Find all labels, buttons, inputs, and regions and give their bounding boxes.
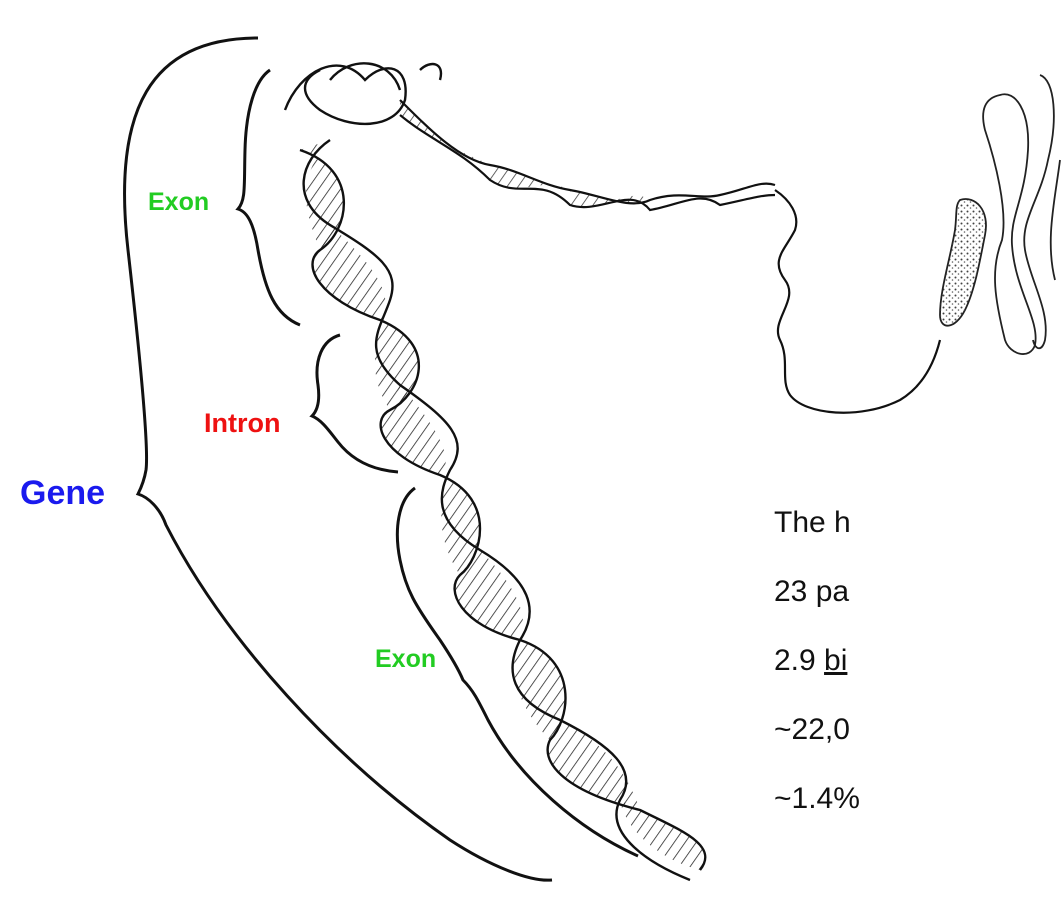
genome-fact-link[interactable]: bi: [824, 644, 847, 677]
genome-fact-text: ~1.4%: [774, 782, 860, 815]
genome-fact-item: 2.9 bi: [774, 643, 860, 712]
genome-fact-text: 23 pa: [774, 575, 849, 608]
genome-fact-item: ~22,0: [774, 712, 860, 781]
genome-fact-text: ~22,0: [774, 713, 850, 746]
dna-base-pairs: [300, 140, 705, 870]
genome-fact-item: The h: [774, 505, 860, 574]
exon-label-bottom: Exon: [375, 647, 436, 672]
dna-upper-strand: [400, 100, 940, 413]
genome-fact-text: The h: [774, 506, 851, 539]
exon-label-top: Exon: [148, 190, 209, 215]
intron-label: Intron: [204, 410, 280, 437]
genome-fact-item: 23 pa: [774, 574, 860, 643]
genome-fact-text: 2.9: [774, 644, 824, 677]
genome-fact-item: ~1.4%: [774, 781, 860, 850]
gene-label: Gene: [20, 476, 105, 510]
chromatin-condensed: [940, 199, 986, 326]
exon-top-brace: [238, 70, 300, 325]
